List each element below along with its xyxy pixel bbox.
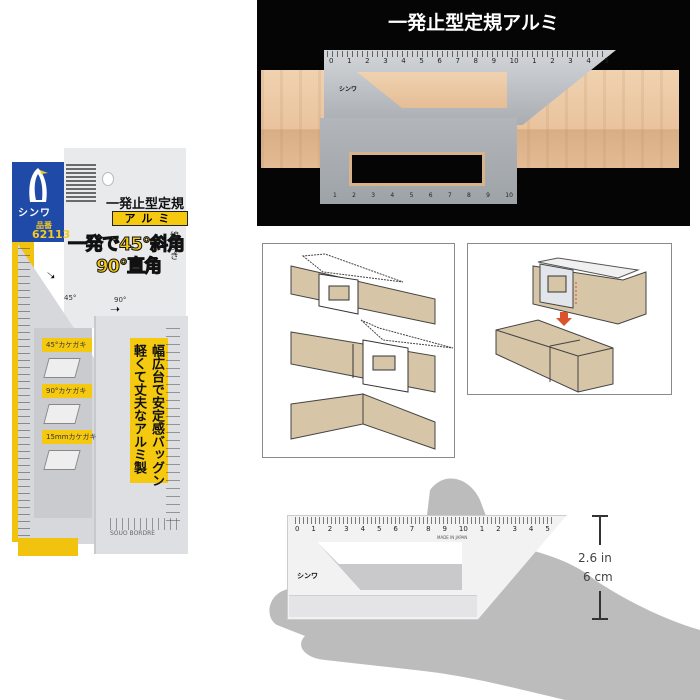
ruler-scale-numbers: 0 1 2 3 4 5 6 7 8 9 10 1 2 3 4 5: [295, 525, 550, 533]
scale-number: 1: [347, 57, 352, 65]
scale-number: 2: [550, 57, 555, 65]
scale-number: 0: [295, 525, 300, 533]
scale-number: 2: [496, 525, 501, 533]
scale-number: 9: [442, 525, 447, 533]
scale-number: 7: [409, 525, 415, 533]
scale-number: 1: [311, 525, 316, 533]
usage-diagram: [43, 450, 81, 470]
photo-title: 一発止型定規アルミ: [388, 12, 559, 34]
scale-number: 4: [390, 192, 395, 199]
beam-diagram: [290, 253, 454, 450]
scale-number: 8: [466, 192, 471, 199]
scale-number: 4: [360, 525, 366, 533]
scale-number: 9: [491, 57, 497, 65]
product-code-label: 品番: [36, 221, 52, 230]
height-dimension-marker: [585, 515, 615, 620]
scale-number: 1: [479, 525, 485, 533]
dimension-cap-bottom: [592, 618, 608, 620]
hang-hole: [102, 172, 114, 186]
headline-45-degree: 一発で45°斜角: [67, 234, 185, 256]
scale-number: 6: [437, 57, 442, 65]
angle-45-label: 45°: [64, 294, 77, 302]
scale-number: 3: [383, 57, 388, 65]
height-centimeters: 6 cm: [583, 570, 613, 584]
scale-number: 5: [604, 57, 609, 65]
usage-tab-15mm: 15mmカケガキ: [42, 430, 97, 444]
usage-diagram: [43, 404, 81, 424]
dimension-bar-bottom: [599, 591, 601, 620]
scale-number: 10: [458, 525, 468, 533]
scale-number: 7: [447, 192, 452, 199]
angle-90-label: 90°: [114, 296, 127, 304]
package-footer-text: SOUO BORDRE: [110, 530, 156, 537]
illustration-45-cut: [467, 243, 672, 395]
scale-number: 3: [512, 525, 517, 533]
ruler-logo: シンワ: [297, 572, 318, 580]
headline-90-degree: 90°直角: [95, 256, 162, 278]
ruler-base: [289, 595, 477, 617]
scale-number: 4: [528, 525, 534, 533]
ruler-ticks: [295, 517, 553, 524]
arrow-right-icon: ➝: [110, 302, 121, 316]
base-ruler-ticks: [166, 328, 180, 528]
scale-number: 2: [352, 192, 356, 199]
ruler-window-open: [317, 542, 462, 564]
usage-diagram: [43, 358, 81, 378]
ruler-in-hand: 0 1 2 3 4 5 6 7 8 9 10 1 2 3 4 5 シンワ MAD…: [287, 515, 567, 620]
scale-number: 5: [409, 192, 414, 199]
scale-number: 8: [473, 57, 478, 65]
side-note: 線引き: [170, 232, 180, 262]
illustration-miter-beams: [262, 243, 455, 458]
scale-number: 5: [545, 525, 550, 533]
usage-tab-45: 45°カケガキ: [42, 338, 92, 352]
height-inches: 2.6 in: [578, 551, 612, 565]
scale-number: 2: [365, 57, 370, 65]
bottom-ruler-ticks: [110, 518, 180, 530]
product-code: 62113: [32, 228, 71, 241]
scale-number: 3: [568, 57, 573, 65]
base-window: [349, 152, 485, 186]
usage-tab-90: 90°カケガキ: [42, 384, 92, 398]
photo-logo: シンワ: [339, 86, 358, 93]
scale-number: 10: [505, 192, 513, 199]
penguin-logo-icon: [29, 168, 48, 202]
scale-number: 5: [376, 525, 382, 533]
yellow-foot-strip: [18, 538, 78, 556]
scale-number: 1: [333, 192, 337, 199]
feature-text-wide-base: 幅広台で安定感バッグン: [149, 344, 164, 487]
feature-text-aluminum: 軽くて丈夫なアルミ製: [131, 344, 146, 474]
scale-number: 3: [344, 525, 349, 533]
blade-scale-numbers: 0 1 2 3 4 5 6 7 8 9 10 1 2 3 4 5: [329, 57, 609, 65]
scale-number: 1: [532, 57, 537, 65]
base-scale-numbers: 1 2 3 4 5 6 7 8 9 10: [333, 192, 513, 199]
ruler-made-in-label: MADE IN JAPAN: [437, 535, 468, 540]
scale-number: 6: [393, 525, 398, 533]
blade-ticks: [327, 51, 607, 57]
scale-number: 7: [455, 57, 460, 65]
scale-number: 8: [426, 525, 431, 533]
barcode: [66, 162, 96, 202]
block-diagram: [495, 257, 647, 393]
material-badge: アルミ: [112, 211, 188, 226]
scale-number: 3: [371, 192, 376, 199]
scale-number: 4: [586, 57, 591, 65]
product-photo: 一発止型定規アルミ 0 1 2 3 4 5 6 7 8 9 10 1 2 3 4…: [257, 0, 690, 226]
feature-yellow-panel: [130, 338, 168, 483]
scale-number: 6: [428, 192, 433, 199]
package-title: 一発止型定規: [106, 197, 185, 212]
product-package-image: シンワ 品番 62113 一発止型定規 アルミ 一発で45°斜角 90°直角 線…: [6, 148, 188, 558]
scale-number: 2: [327, 525, 333, 533]
scale-number: 9: [486, 192, 490, 199]
dimension-bar-top: [599, 515, 601, 545]
scale-number: 0: [329, 57, 334, 65]
vertical-ruler-ticks: [18, 248, 30, 538]
scale-number: 4: [401, 57, 406, 65]
scale-number: 5: [419, 57, 424, 65]
brand-name: シンワ: [18, 208, 51, 219]
scale-number: 10: [509, 57, 519, 65]
